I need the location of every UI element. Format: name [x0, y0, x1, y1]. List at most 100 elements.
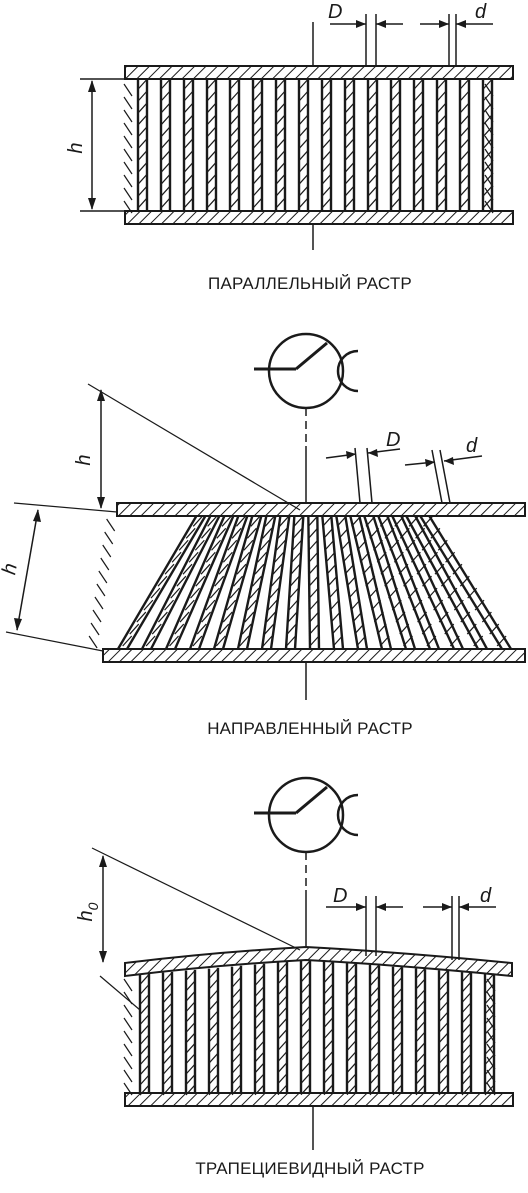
label-D: D [386, 429, 400, 451]
grid-strip-line [277, 1006, 288, 1018]
grid-strip-line [362, 563, 373, 575]
grid-strip-line [415, 1073, 426, 1085]
grid-strip-line [413, 138, 424, 150]
grid-strip-line [149, 515, 221, 650]
grid-strip-line [413, 126, 424, 138]
grid-strip-line [137, 197, 148, 209]
grid-strip-line [323, 527, 334, 539]
grid-strip-line [346, 1062, 357, 1074]
grid-strip-line [208, 1063, 219, 1075]
grid-strip-line [125, 515, 207, 650]
grid-strip-line [160, 78, 171, 90]
grid-strip-line [367, 78, 378, 90]
grid-strip-line [293, 515, 305, 650]
grid-strip-line [106, 518, 116, 532]
grid-strip-line [194, 539, 205, 551]
grid-strip-line [231, 976, 242, 988]
grid-strip-line [139, 974, 150, 985]
grid-strip-line [344, 102, 355, 114]
grid-strip-line [328, 587, 339, 599]
grid-strip-line [123, 1004, 133, 1018]
grid-strip-line [183, 197, 194, 209]
grid-strip-line [322, 515, 333, 527]
grid-strip-line [185, 1042, 196, 1054]
grid-strip-line [162, 1002, 173, 1014]
grid-strip-line [321, 162, 332, 173]
grid-strip-line [254, 563, 265, 575]
grid-strip-line [139, 1004, 150, 1015]
grid-strip-line [284, 515, 296, 650]
grid-strip-line [145, 635, 156, 647]
grid-strip-line [257, 551, 268, 563]
grid-strip-line [390, 197, 401, 209]
grid-strip-line [208, 968, 219, 979]
grid-strip-line [195, 575, 206, 587]
grid-strip-line [229, 78, 240, 90]
grid-strip-line [129, 623, 140, 635]
grid-strip-line [96, 583, 106, 597]
grid-strip-line [215, 635, 226, 647]
grid-strip-line [200, 563, 211, 575]
grid-strip-line [369, 1062, 380, 1074]
grid-strip-line [346, 1018, 357, 1029]
grid-strip-line [214, 575, 225, 587]
grid-strip-line [329, 599, 340, 611]
grid-strip-line [206, 150, 217, 161]
grid-strip-line [486, 1069, 496, 1083]
grid-strip-line [231, 1073, 242, 1085]
grid-strip-line [277, 984, 288, 996]
grid-strip-line [323, 972, 334, 984]
grid-strip-line [269, 515, 291, 650]
grid-strip-line [408, 515, 419, 527]
grid-strip-line [212, 515, 254, 650]
grid-strip-line [298, 138, 309, 150]
grid-strip-line [400, 515, 465, 650]
grid-strip-line [416, 563, 427, 575]
grid-strip-line [307, 515, 318, 527]
grid-strip-line [236, 515, 268, 650]
grid-strip-line [459, 102, 470, 114]
grid-strip-line [244, 611, 255, 623]
grid-strip-line [398, 563, 409, 575]
grid-strip-line [332, 635, 343, 647]
grid-strip-line [486, 991, 496, 1005]
grid-strip-line [160, 150, 171, 161]
grid-strip-line [482, 138, 493, 150]
grid-strip-line [137, 102, 148, 114]
grid-strip-line [447, 587, 458, 599]
grid-strip-line [459, 138, 470, 150]
grid-strip-line [254, 1051, 265, 1063]
label-d: d [466, 435, 478, 457]
grid-strip-line [92, 609, 102, 623]
grid-strip-line [116, 515, 198, 650]
grid-strip-line [277, 973, 288, 985]
grid-strip-line [344, 515, 369, 650]
extension-line [13, 502, 118, 513]
grid-strip-line [459, 126, 470, 138]
grid-strip-line [484, 973, 495, 985]
grid-strip-line [100, 557, 110, 571]
grid-strip-line [390, 162, 401, 173]
grid-strip-line [358, 515, 393, 650]
grid-strip-line [275, 185, 286, 197]
grid-strip-line [229, 162, 240, 173]
grid-strip-line [241, 623, 252, 635]
grid-strip-line [330, 611, 341, 623]
grid-strip-line [162, 972, 173, 983]
grid-strip-line [286, 623, 297, 635]
grid-strip-line [123, 148, 133, 162]
grid-strip-line [390, 150, 401, 161]
grid-strip-line [344, 150, 355, 161]
grid-strip-line [185, 1011, 196, 1023]
grid-strip-line [309, 623, 320, 635]
grid-strip-line [298, 162, 309, 173]
grid-strip-line [229, 102, 240, 114]
grid-strip-line [183, 114, 194, 126]
grid-strip-line [369, 1073, 380, 1085]
grid-strip-line [484, 993, 495, 1005]
grid-strip-line [298, 102, 309, 114]
grid-strip-line [123, 1030, 133, 1044]
grid-strip-line [185, 1074, 196, 1085]
grid-strip-line [308, 563, 319, 575]
